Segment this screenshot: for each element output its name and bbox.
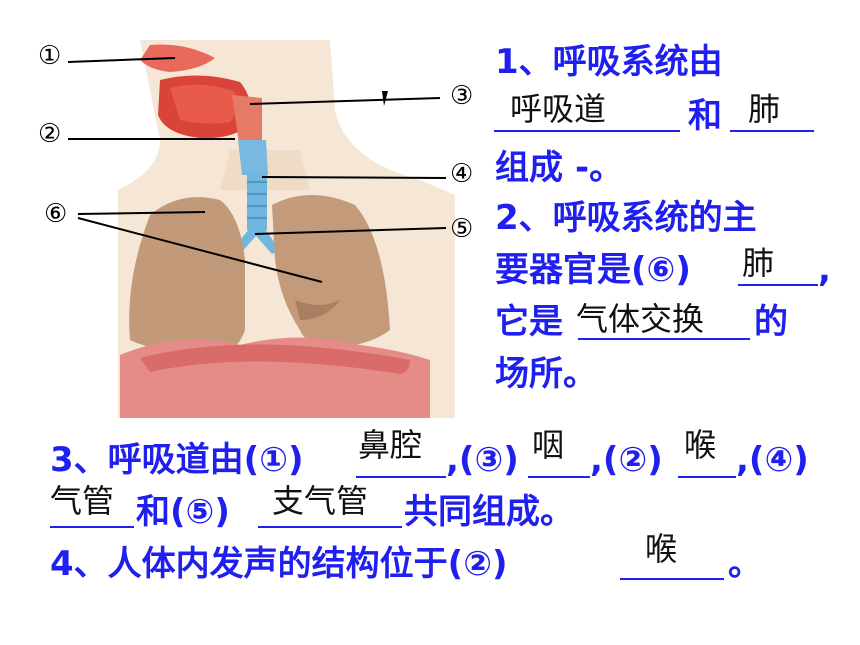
trachea <box>247 172 267 230</box>
q3-part1: 3、呼吸道由(①) <box>50 440 304 480</box>
q1-line1: 1、呼吸系统由 <box>495 42 723 82</box>
q1-blank-2 <box>730 130 814 132</box>
q3-answer-3: 喉 <box>684 426 717 464</box>
q3-part3: 共同组成。 <box>404 492 574 532</box>
q3-blank-1 <box>356 476 446 478</box>
q3-blank-2 <box>528 476 590 478</box>
nasal-cavity <box>140 44 215 72</box>
q3-part2: 和(⑤) <box>136 492 230 532</box>
q4-blank-1 <box>620 578 724 580</box>
q3-c1: ,(③) <box>446 440 519 480</box>
q3-c3: ,(④) <box>736 440 809 480</box>
q3-c2: ,(②) <box>590 440 663 480</box>
q3-blank-3 <box>678 476 736 478</box>
q3-blank-4 <box>50 526 134 528</box>
larynx <box>238 140 268 175</box>
label-1: ① <box>38 41 62 71</box>
q2-blank-2 <box>578 338 750 340</box>
label-6: ⑥ <box>44 199 68 229</box>
q2-line1: 2、呼吸系统的主 <box>495 198 757 238</box>
q2-line3: 它是 <box>495 302 563 342</box>
q1-end: 组成 <box>495 148 563 188</box>
q2-line2: 要器官是(⑥) <box>495 250 691 290</box>
q4-end: 。 <box>728 544 762 584</box>
q2-line4: 场所。 <box>495 354 597 394</box>
q4-part1: 4、人体内发声的结构位于(②) <box>50 544 508 584</box>
label-2: ② <box>38 119 62 149</box>
label-3: ③ <box>450 81 474 111</box>
q2-comma: , <box>818 250 831 290</box>
q3-blank-5 <box>258 526 402 528</box>
q2-answer-2: 气体交换 <box>576 300 705 338</box>
q1-and: 和 <box>688 96 722 136</box>
q3-answer-4: 气管 <box>50 482 115 520</box>
label-4: ④ <box>450 159 474 189</box>
q3-answer-2: 咽 <box>532 426 565 464</box>
q1-answer-1: 呼吸道 <box>510 90 607 128</box>
label-5: ⑤ <box>450 214 474 244</box>
q2-blank-1 <box>738 284 818 286</box>
q3-answer-5: 支气管 <box>272 482 369 520</box>
q2-de: 的 <box>754 302 788 342</box>
q3-answer-1: 鼻腔 <box>358 426 423 464</box>
q1-blank-1 <box>494 130 680 132</box>
q1-answer-2: 肺 <box>748 90 781 128</box>
left-lung <box>129 197 245 356</box>
q2-answer-1: 肺 <box>742 244 775 282</box>
q1-tail: -。 <box>575 148 624 188</box>
q4-answer-1: 喉 <box>645 530 678 568</box>
